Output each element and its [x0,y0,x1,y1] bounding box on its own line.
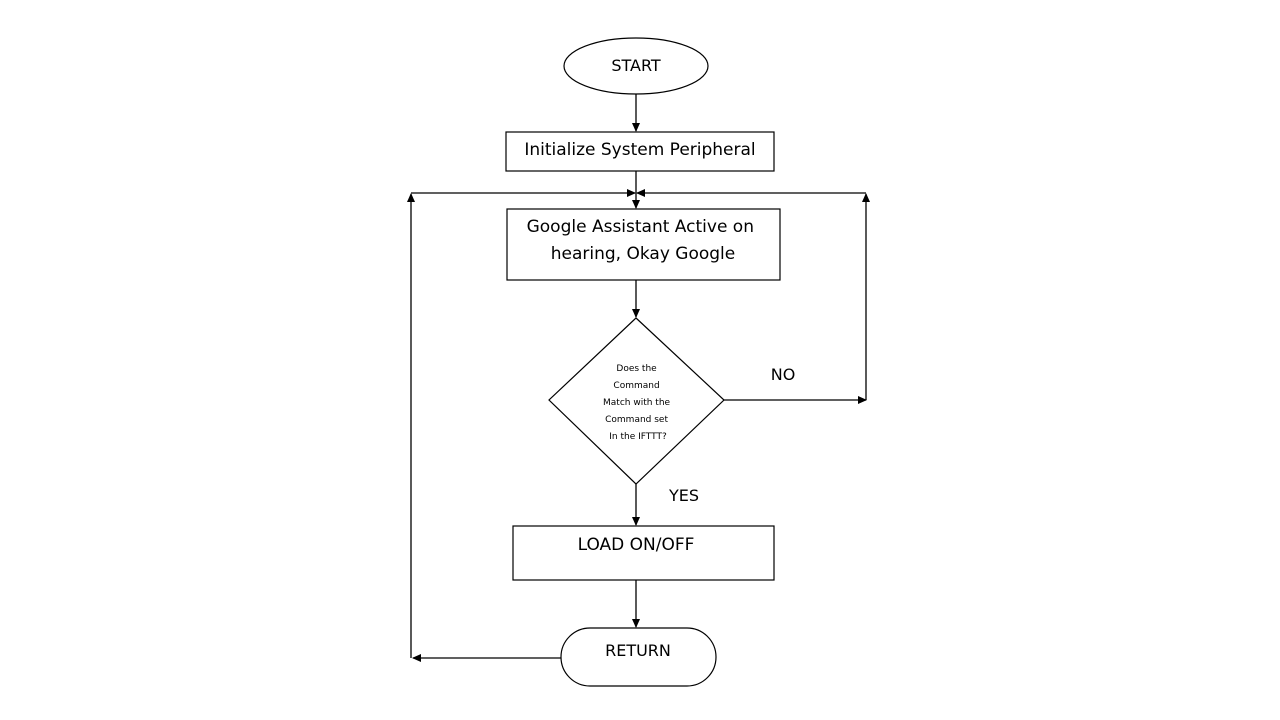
yes-branch-label: YES [668,486,699,505]
assistant-label-line-2: hearing, Okay Google [551,244,736,264]
decision-label-line-1: Does the [616,364,657,374]
decision-label-line-2: Command [613,381,659,391]
assistant-label-line-1: Google Assistant Active on [527,217,754,237]
start-label: START [611,56,661,75]
decision-label-line-3: Match with the [603,398,671,408]
load-process-box [512,525,775,581]
return-label: RETURN [605,641,671,660]
decision-label-line-5: In the IFTTT? [609,432,667,442]
initialize-process-box [505,131,775,172]
load-label: LOAD ON/OFF [578,535,695,555]
return-terminal [560,627,717,687]
no-branch-label: NO [771,365,796,384]
decision-label-line-4: Command set [605,415,668,425]
initialize-label: Initialize System Peripheral [524,140,755,160]
assistant-process-box [506,208,781,281]
decision-label: Does the Command Match with the Command … [603,364,673,442]
assistant-label: Google Assistant Active on hearing, Okay… [527,217,760,264]
